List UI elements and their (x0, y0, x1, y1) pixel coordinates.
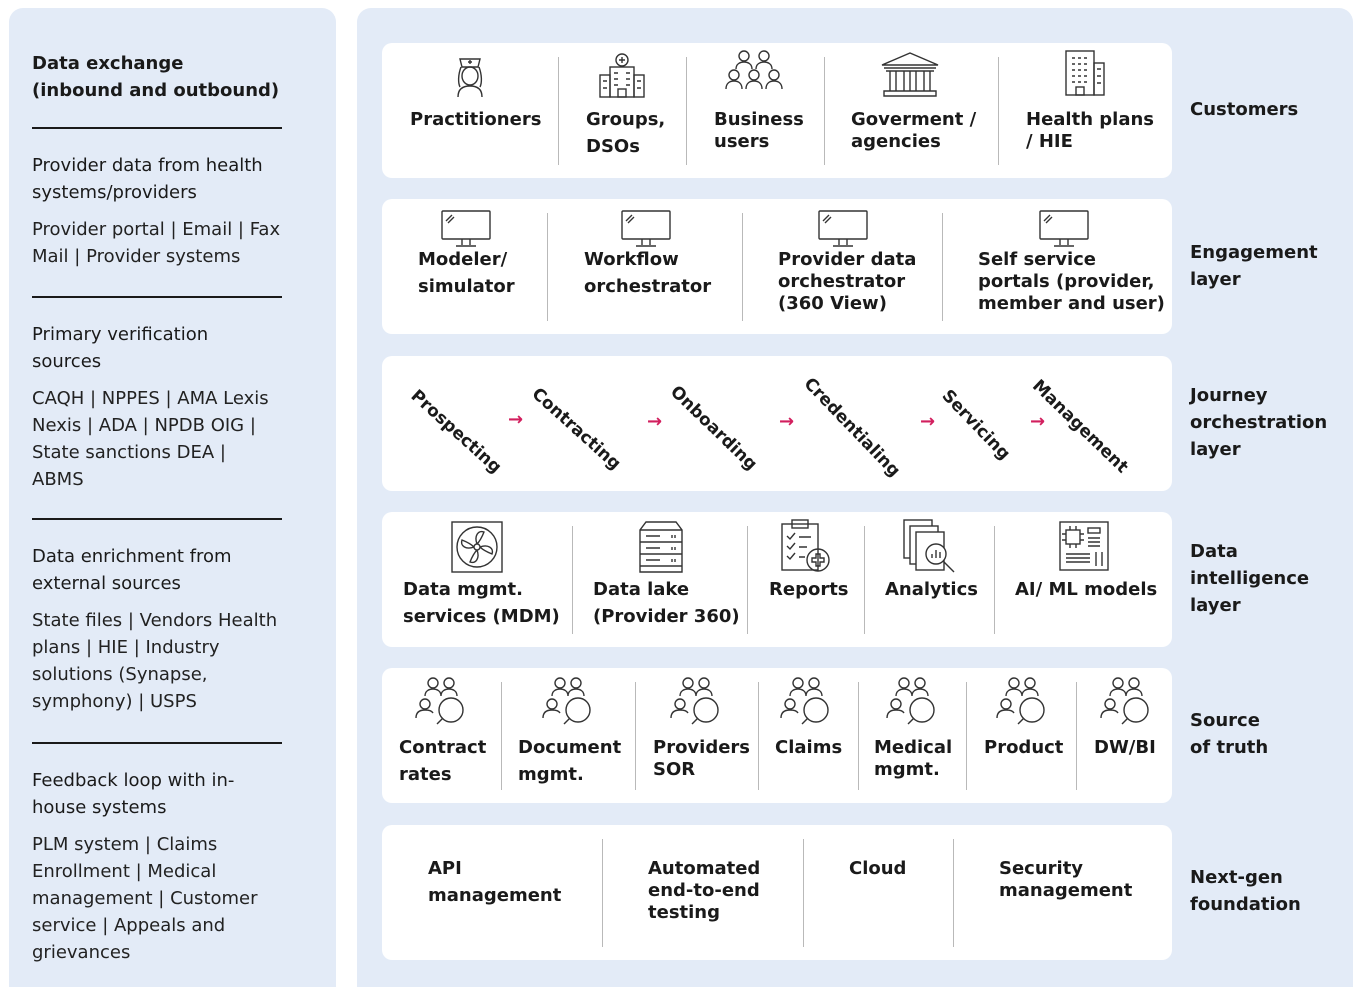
journey-step: Prospecting (406, 386, 506, 478)
source-section: Feedback loop with in-house systems PLM … (32, 767, 297, 966)
engagement-label: Modeler/ simulator (418, 249, 515, 297)
engagement-label: Self service portals (provider, member a… (978, 249, 1165, 314)
journey-step: Servicing (937, 386, 1014, 465)
monitor-icon (441, 210, 491, 247)
intelligence-label: Analytics (885, 579, 978, 600)
source-label: Claims (775, 737, 843, 758)
layer-name: Journey orchestration layer (1190, 385, 1328, 460)
section-title: Provider data from health systems/provid… (32, 155, 263, 203)
source-label: Document mgmt. (518, 737, 622, 785)
users-group-icon (725, 50, 783, 90)
server-icon (639, 521, 683, 573)
people-search-icon (670, 677, 719, 725)
source-label: Medical mgmt. (874, 737, 953, 780)
people-search-icon (780, 677, 829, 725)
layer-name: Data intelligence layer (1190, 541, 1310, 616)
customer-label: Groups, DSOs (586, 109, 666, 157)
journey-step: Contracting (527, 384, 625, 475)
divider (32, 742, 282, 744)
source-label: DW/BI (1094, 737, 1156, 758)
divider (32, 518, 282, 520)
nurse-icon (457, 58, 483, 98)
layer-name: Next-gen foundation (1190, 867, 1301, 915)
panel-heading: Data exchange (inbound and outbound) (32, 53, 280, 101)
source-label: Product (984, 737, 1064, 758)
arrow-icon: → (508, 409, 524, 430)
source-label: Providers SOR (653, 737, 751, 780)
source-section: Data enrichment from external sources St… (32, 543, 297, 715)
engagement-label: Workflow orchestrator (584, 249, 712, 297)
customer-label: Health plans / HIE (1026, 109, 1155, 152)
customers-row: Practitioners Groups, DSOs Business user… (382, 43, 1172, 178)
section-body: State files | Vendors Health plans | HIE… (32, 610, 278, 712)
journey-step: Onboarding (666, 382, 761, 475)
government-building-icon (881, 52, 939, 97)
source-of-truth-row: Contract rates Document mgmt. Providers … (382, 668, 1172, 803)
section-title: Primary verification sources (32, 324, 209, 372)
people-search-icon (996, 677, 1045, 725)
people-search-icon (542, 677, 591, 725)
clipboard-report-icon (781, 519, 830, 572)
customer-label: Goverment / agencies (851, 109, 977, 152)
circuit-board-icon (1059, 521, 1109, 571)
monitor-icon (1039, 210, 1089, 247)
intelligence-label: Reports (769, 579, 849, 600)
divider (32, 127, 282, 129)
office-building-icon (1065, 50, 1105, 96)
layer-name: Customers (1190, 99, 1299, 120)
data-intelligence-row: Data mgmt. services (MDM) Data lake (Pro… (382, 512, 1172, 647)
customer-label: Business users (714, 109, 804, 152)
foundation-label: Cloud (849, 858, 907, 879)
section-body: Provider portal | Email | Fax Mail | Pro… (32, 219, 281, 267)
people-search-icon (415, 677, 464, 725)
journey-step: Credentialing (799, 374, 904, 482)
monitor-icon (621, 210, 671, 247)
divider (32, 296, 282, 298)
intelligence-label: Data mgmt. services (MDM) (403, 579, 560, 627)
source-section: Primary verification sources CAQH | NPPE… (32, 321, 297, 493)
section-title: Feedback loop with in-house systems (32, 770, 235, 818)
journey-row: Prospecting Contracting Onboarding Crede… (382, 356, 1172, 491)
engagement-label: Provider data orchestrator (360 View) (778, 249, 917, 314)
foundation-row: API management Automated end-to-end test… (382, 825, 1172, 960)
foundation-label: Automated end-to-end testing (648, 858, 761, 923)
customer-label: Practitioners (410, 109, 542, 130)
arrow-icon: → (920, 411, 936, 432)
source-section: Provider data from health systems/provid… (32, 152, 297, 270)
source-label: Contract rates (399, 737, 487, 785)
layer-name: Engagement layer (1190, 242, 1318, 290)
hospital-icon (599, 53, 645, 98)
data-exchange-heading: Data exchange (inbound and outbound) (32, 50, 297, 104)
layer-name: Source of truth (1190, 710, 1269, 758)
section-body: CAQH | NPPES | AMA Lexis Nexis | ADA | N… (32, 388, 269, 490)
analytics-documents-icon (903, 519, 955, 573)
arrow-icon: → (779, 411, 795, 432)
people-search-icon (1100, 677, 1149, 725)
section-title: Data enrichment from external sources (32, 546, 232, 594)
intelligence-label: AI/ ML models (1015, 579, 1158, 600)
people-search-icon (886, 677, 935, 725)
fan-icon (451, 521, 503, 573)
arrow-icon: → (647, 411, 663, 432)
intelligence-label: Data lake (Provider 360) (593, 579, 740, 627)
foundation-label: Security management (999, 858, 1133, 901)
foundation-label: API management (428, 858, 562, 906)
data-exchange-panel (9, 8, 336, 987)
arrow-icon: → (1030, 411, 1046, 432)
section-body: PLM system | Claims Enrollment | Medical… (32, 834, 258, 963)
engagement-row: Modeler/ simulator Workflow orchestrator… (382, 199, 1172, 334)
monitor-icon (818, 210, 868, 247)
